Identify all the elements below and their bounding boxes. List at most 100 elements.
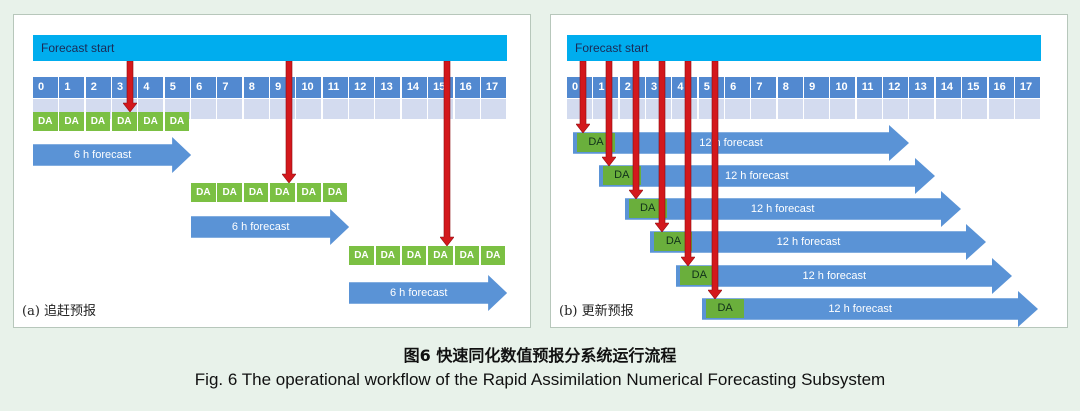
hour-cell-16: 16	[454, 77, 480, 98]
band-cell	[804, 99, 830, 119]
band-cell	[777, 99, 803, 119]
red-assimilation-arrow	[628, 61, 643, 199]
band-cell	[988, 99, 1014, 119]
red-assimilation-arrow	[123, 61, 138, 112]
red-assimilation-arrow	[575, 61, 590, 133]
da-box: DA	[59, 112, 84, 131]
hour-cell-0: 0	[33, 77, 58, 98]
forecast-arrow-shape	[349, 275, 508, 311]
hour-cell-8: 8	[777, 77, 803, 98]
red-assimilation-arrow	[707, 61, 722, 299]
hour-cell-17: 17	[1014, 77, 1040, 98]
band-cell	[962, 99, 988, 119]
hour-cell-16: 16	[988, 77, 1014, 98]
hour-cell-13: 13	[909, 77, 935, 98]
da-box: DA	[322, 183, 348, 202]
da-box: DA	[602, 166, 641, 185]
forecast-arrow: 12 h forecast	[702, 291, 1039, 327]
forecast-arrow-shape	[191, 209, 350, 245]
da-box: DA	[706, 299, 745, 318]
hour-cell-6: 6	[191, 77, 217, 98]
band-cell	[375, 99, 401, 119]
hour-cell-10: 10	[830, 77, 856, 98]
red-assimilation-arrow	[681, 61, 696, 266]
da-box: DA	[243, 183, 269, 202]
forecast-arrow: 12 h forecast	[573, 125, 909, 161]
red-arrow-shape	[681, 61, 696, 266]
hour-cell-2: 2	[85, 77, 111, 98]
hour-cell-11: 11	[856, 77, 882, 98]
forecast-start-bar: Forecast start	[33, 35, 507, 61]
panel-b-label: (b) 更新预报	[559, 304, 634, 319]
band-cell	[883, 99, 909, 119]
hour-cell-8: 8	[243, 77, 269, 98]
forecast-arrow-shape	[676, 258, 1013, 294]
hour-cell-1: 1	[59, 77, 85, 98]
hour-cell-4: 4	[138, 77, 164, 98]
da-box: DA	[375, 246, 401, 265]
hour-cell-12: 12	[349, 77, 375, 98]
forecast-arrow-shape	[573, 125, 909, 161]
forecast-arrow: 6 h forecast	[349, 275, 508, 311]
da-box: DA	[628, 199, 667, 218]
band-cell	[751, 99, 777, 119]
forecast-arrow: 12 h forecast	[676, 258, 1013, 294]
forecast-arrow: 6 h forecast	[191, 209, 350, 245]
da-box: DA	[577, 133, 615, 152]
hour-cell-12: 12	[883, 77, 909, 98]
forecast-arrow: 12 h forecast	[624, 191, 961, 227]
hour-cell-7: 7	[217, 77, 243, 98]
forecast-arrow-shape	[598, 158, 935, 194]
band-cell	[349, 99, 375, 119]
hour-cell-13: 13	[375, 77, 401, 98]
forecast-arrow: 12 h forecast	[650, 224, 987, 260]
da-box: DA	[480, 246, 506, 265]
da-box: DA	[138, 112, 163, 131]
da-box: DA	[217, 183, 242, 202]
band-cell	[296, 99, 322, 119]
figure-caption-chinese: 图6 快速同化数值预报分系统运行流程	[403, 346, 677, 365]
da-box: DA	[164, 112, 190, 131]
da-box: DA	[401, 246, 427, 265]
panel-a-label: (a) 追赶预报	[22, 304, 97, 319]
da-box: DA	[191, 183, 216, 202]
red-arrow-shape	[628, 61, 643, 199]
band-cell	[1014, 99, 1040, 119]
hour-cell-14: 14	[935, 77, 961, 98]
hour-cell-15: 15	[962, 77, 988, 98]
band-cell	[191, 99, 217, 119]
red-arrow-shape	[707, 61, 722, 299]
red-arrow-shape	[281, 61, 296, 183]
forecast-arrow: 6 h forecast	[33, 137, 192, 173]
da-box: DA	[112, 112, 137, 131]
da-box: DA	[33, 112, 58, 131]
da-box: DA	[85, 112, 111, 131]
hour-cell-5: 5	[164, 77, 190, 98]
da-box: DA	[270, 183, 295, 202]
da-box: DA	[428, 246, 453, 265]
hour-cell-10: 10	[296, 77, 322, 98]
red-assimilation-arrow	[602, 61, 617, 166]
forecast-arrow-shape	[702, 291, 1039, 327]
band-cell	[322, 99, 348, 119]
da-box: DA	[454, 246, 480, 265]
band-cell	[480, 99, 506, 119]
band-cell	[909, 99, 935, 119]
da-box: DA	[654, 232, 693, 251]
forecast-start-bar: Forecast start	[567, 35, 1041, 61]
forecast-arrow-shape	[650, 224, 987, 260]
red-arrow-shape	[575, 61, 590, 133]
hour-cell-9: 9	[804, 77, 830, 98]
band-cell	[725, 99, 751, 119]
da-box: DA	[296, 183, 321, 202]
band-cell	[454, 99, 480, 119]
red-arrow-shape	[602, 61, 617, 166]
forecast-arrow: 12 h forecast	[598, 158, 935, 194]
band-cell	[243, 99, 269, 119]
red-assimilation-arrow	[281, 61, 296, 183]
hour-cell-7: 7	[751, 77, 777, 98]
